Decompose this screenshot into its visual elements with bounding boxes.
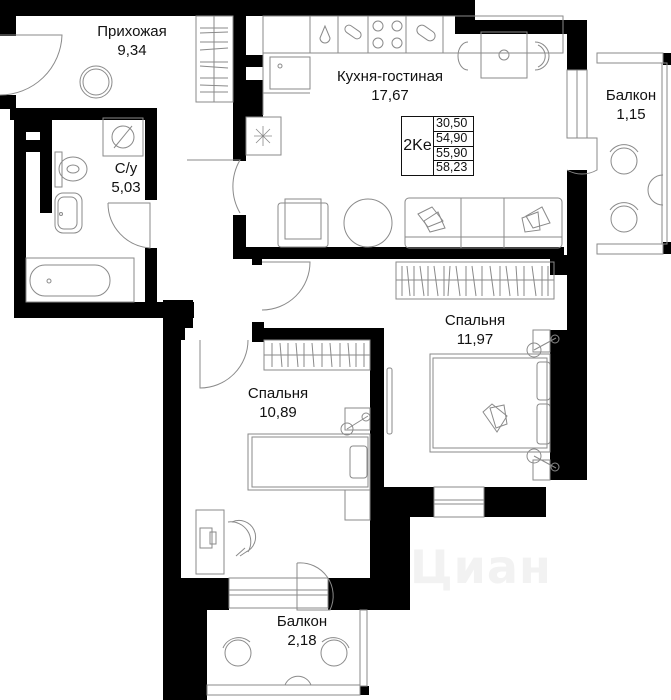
sink bbox=[54, 192, 83, 234]
room-name: Спальня bbox=[444, 312, 506, 329]
bathtub bbox=[25, 257, 135, 303]
room-name: Спальня bbox=[247, 385, 309, 402]
room-name: Балкон bbox=[605, 87, 657, 104]
room-name: С/у bbox=[114, 160, 138, 177]
room-area: 2,18 bbox=[287, 632, 317, 649]
washing-machine bbox=[102, 117, 144, 157]
balcony-south-door bbox=[296, 562, 334, 611]
watermark: Циан bbox=[410, 540, 552, 594]
toilet bbox=[54, 151, 88, 188]
apartment-type-code: 2Ke bbox=[402, 117, 434, 175]
living-area: 30,50 bbox=[434, 117, 473, 132]
hallway-pouf bbox=[79, 65, 113, 99]
room-area: 11,97 bbox=[456, 331, 494, 348]
desk bbox=[195, 509, 257, 575]
bedroom-small-door bbox=[199, 339, 249, 389]
room-label-hallway: Прихожая 9,34 bbox=[82, 22, 182, 60]
room-name: Балкон bbox=[276, 613, 328, 630]
room-label-balcony-south: Балкон 2,18 bbox=[262, 612, 342, 650]
room-label-kitchen-living: Кухня-гостиная 17,67 bbox=[320, 67, 460, 105]
balcony-south-furniture bbox=[222, 637, 350, 686]
windows bbox=[206, 52, 668, 696]
hall-door bbox=[261, 261, 311, 311]
room-area: 10,89 bbox=[259, 404, 297, 421]
apartment-area-summary: 2Ke 30,50 54,90 55,90 58,23 bbox=[401, 116, 474, 176]
entrance-door bbox=[0, 34, 63, 96]
hallway-wardrobe bbox=[195, 15, 234, 103]
total-area-full: 58,23 bbox=[436, 160, 468, 175]
total-area-no-balcony: 54,90 bbox=[434, 131, 473, 147]
dining-table bbox=[457, 31, 550, 79]
wall-tv bbox=[386, 367, 393, 435]
total-area-reduced-balcony: 55,90 bbox=[434, 146, 473, 162]
room-label-bedroom-small: Спальня 10,89 bbox=[228, 384, 328, 422]
balcony-east-door bbox=[566, 137, 598, 175]
balcony-east-furniture bbox=[609, 144, 664, 233]
kitchen-door bbox=[187, 159, 241, 214]
armchair bbox=[277, 198, 329, 248]
doors bbox=[0, 34, 598, 611]
room-area: 17,67 bbox=[371, 87, 409, 104]
room-label-bedroom-large: Спальня 11,97 bbox=[425, 311, 525, 349]
bathroom-door bbox=[107, 202, 151, 249]
room-name: Кухня-гостиная bbox=[336, 68, 444, 85]
bedroom-large-wardrobe bbox=[395, 261, 555, 300]
kitchen-counter bbox=[262, 15, 564, 115]
bedroom-small-wardrobe bbox=[263, 339, 371, 371]
room-area: 5,03 bbox=[111, 179, 141, 196]
furniture bbox=[25, 15, 664, 686]
room-area: 1,15 bbox=[616, 106, 646, 123]
double-bed bbox=[429, 329, 560, 481]
room-label-balcony-east: Балкон 1,15 bbox=[596, 86, 666, 124]
room-area: 9,34 bbox=[117, 42, 147, 59]
coffee-table bbox=[343, 198, 393, 248]
single-bed bbox=[247, 407, 371, 521]
room-name: Прихожая bbox=[97, 23, 167, 40]
sofa bbox=[404, 197, 563, 249]
fridge bbox=[245, 116, 282, 156]
room-label-bathroom: С/у 5,03 bbox=[96, 159, 156, 197]
